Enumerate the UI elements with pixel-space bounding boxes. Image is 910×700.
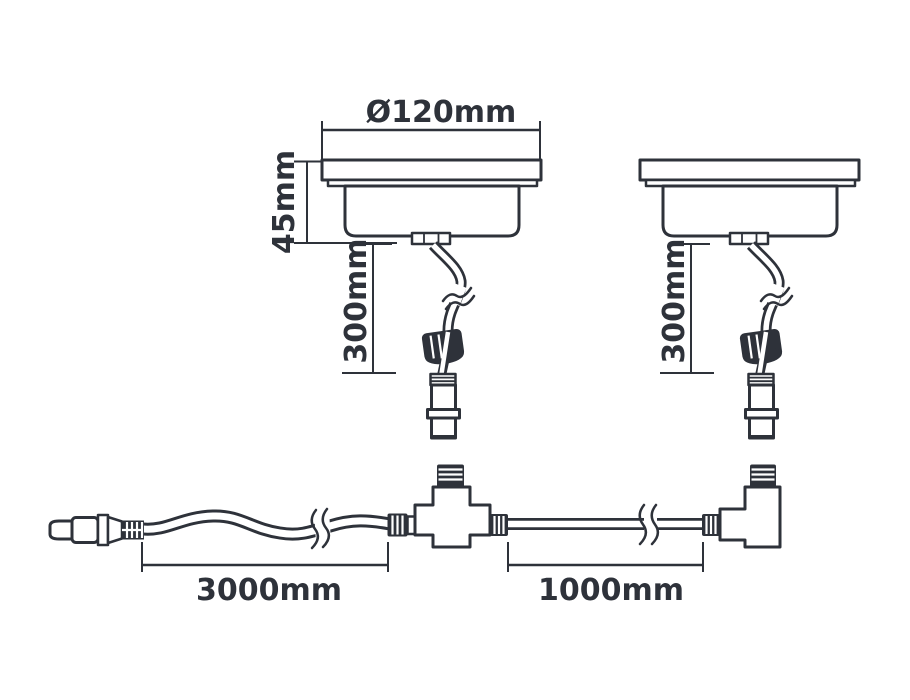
extension-cable-dimension: 1000mm — [507, 542, 704, 608]
height-dimension: 45mm — [267, 150, 397, 254]
right-fixture-view: 300mm — [640, 160, 859, 438]
elbow-threaded-stub — [750, 464, 776, 488]
diameter-label: Ø120mm — [366, 95, 517, 130]
dc-plug — [48, 513, 144, 547]
height-label: 45mm — [267, 150, 302, 254]
extension-cable-label: 1000mm — [538, 573, 684, 608]
cable-assembly: 3000mm 1000mm — [48, 464, 782, 608]
tee-threaded-stub — [437, 464, 464, 488]
tee-connector — [387, 464, 508, 549]
main-cable-label: 3000mm — [196, 573, 342, 608]
cable-length-label-left: 300mm — [339, 238, 374, 363]
diameter-dimension: Ø120mm — [321, 95, 541, 159]
extension-cable — [506, 503, 704, 546]
left-fixture-view: Ø120mm 45mm 300mm — [267, 95, 541, 438]
main-cable-dimension: 3000mm — [141, 542, 389, 608]
elbow-connector — [702, 464, 782, 549]
cable-length-label-right: 300mm — [657, 238, 692, 363]
main-cable — [142, 507, 392, 550]
